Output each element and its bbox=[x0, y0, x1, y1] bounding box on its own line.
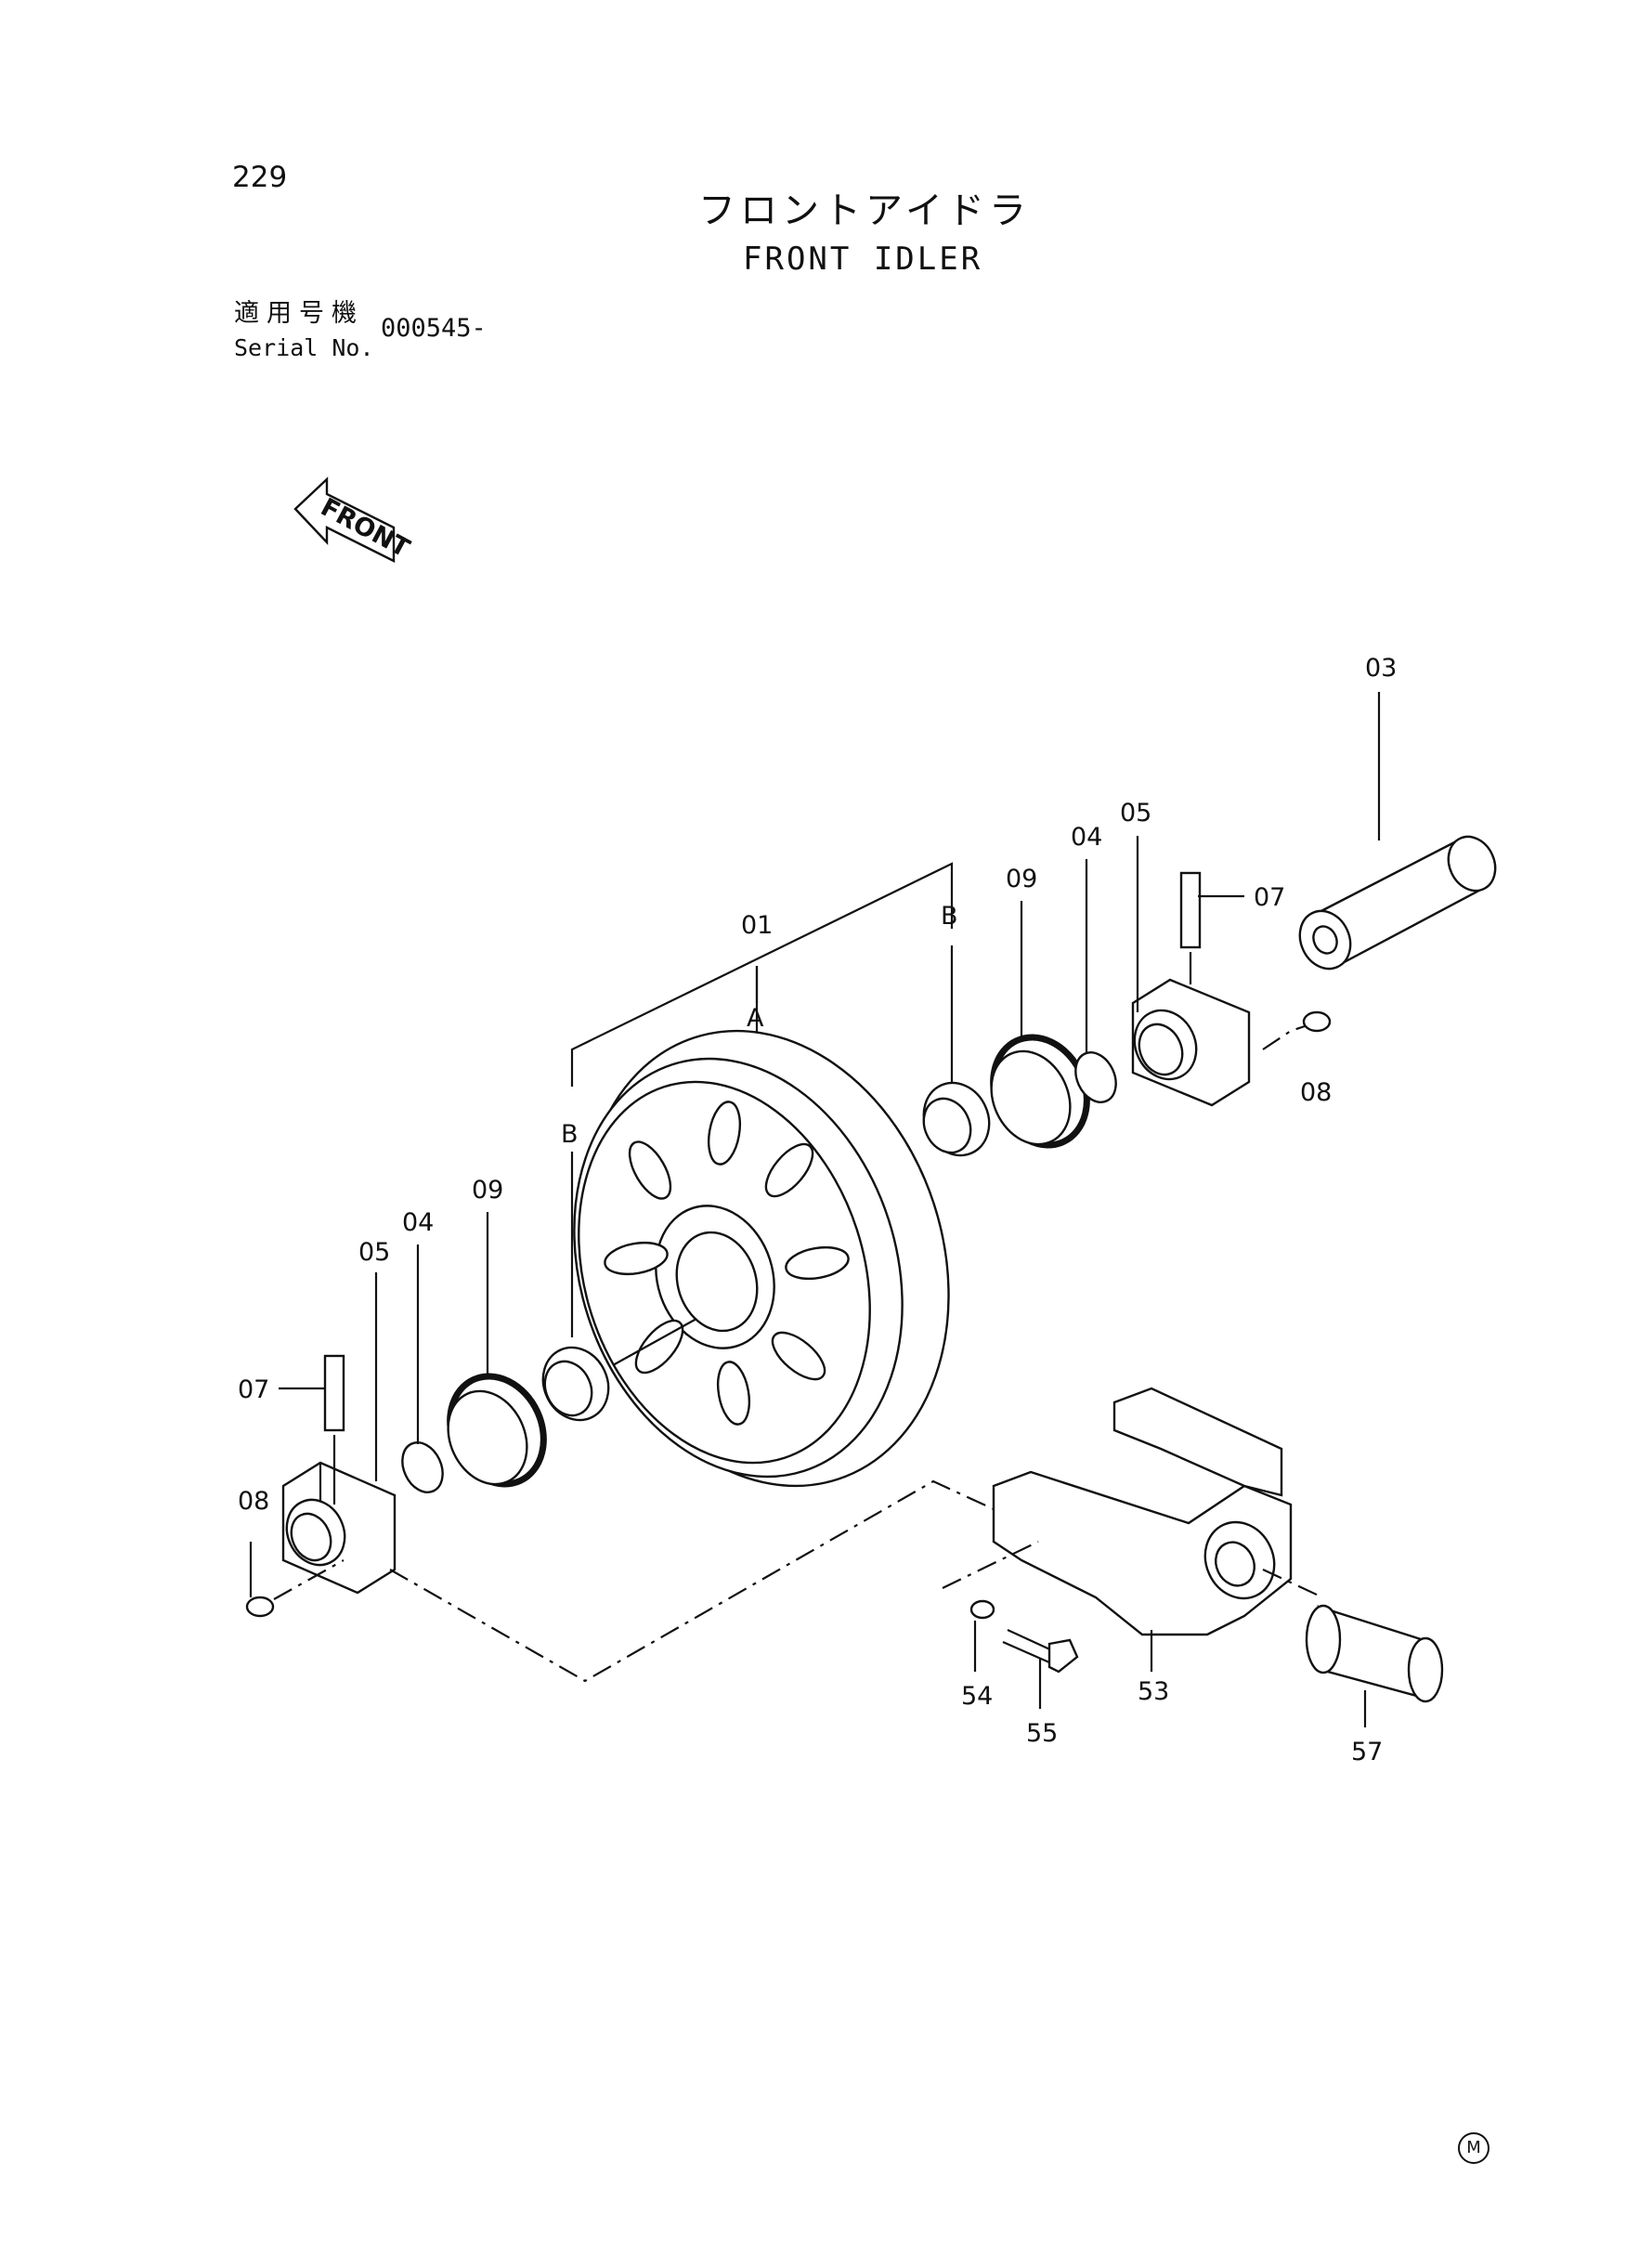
callout-04-left: 04 bbox=[402, 1208, 434, 1237]
callout-05-right: 05 bbox=[1120, 799, 1151, 827]
serial-number-value: 000545- bbox=[381, 314, 487, 343]
serial-label-japanese: 適用号機 bbox=[234, 299, 364, 328]
pin-right bbox=[1179, 871, 1202, 984]
idler-wheel bbox=[573, 1029, 950, 1488]
plug-left bbox=[245, 1596, 275, 1618]
support-left bbox=[281, 1461, 397, 1595]
callout-04-right: 04 bbox=[1071, 823, 1102, 852]
plug-right-dashline bbox=[1262, 1024, 1306, 1050]
callout-08-left: 08 bbox=[238, 1487, 269, 1516]
o-ring-right bbox=[1074, 1051, 1117, 1103]
pin-yoke bbox=[1305, 1604, 1444, 1703]
bolt bbox=[1002, 1629, 1079, 1674]
title-japanese: フロントアイドラ bbox=[698, 189, 1031, 232]
callout-01: 01 bbox=[741, 911, 773, 940]
washer-dashline bbox=[942, 1541, 1039, 1589]
support-right bbox=[1131, 978, 1251, 1107]
callout-57: 57 bbox=[1351, 1738, 1383, 1766]
plug-left-dashline bbox=[273, 1559, 345, 1600]
floating-seal-right bbox=[990, 1034, 1090, 1149]
callout-07-right: 07 bbox=[1254, 883, 1285, 912]
assembly-dashline bbox=[389, 1479, 995, 1683]
corner-mark-icon: M bbox=[1458, 2132, 1489, 2164]
callout-05-left: 05 bbox=[358, 1238, 390, 1267]
callout-09-left: 09 bbox=[472, 1176, 503, 1205]
callout-07-left: 07 bbox=[238, 1375, 269, 1404]
callout-09-right: 09 bbox=[1006, 865, 1037, 893]
callout-03: 03 bbox=[1365, 654, 1397, 683]
o-ring-left bbox=[401, 1441, 444, 1493]
yoke-pin-dashline bbox=[1262, 1569, 1320, 1596]
bushing-right bbox=[922, 1081, 991, 1157]
serial-label-english: Serial No. bbox=[234, 334, 374, 361]
bushing-left bbox=[541, 1318, 697, 1422]
pin-left bbox=[323, 1354, 345, 1505]
floating-seal-left bbox=[447, 1373, 547, 1488]
reference-letter-a: A bbox=[747, 1004, 764, 1033]
shaft bbox=[1298, 835, 1497, 971]
callout-08-right: 08 bbox=[1300, 1078, 1332, 1107]
reference-bracket-line bbox=[570, 862, 954, 1087]
reference-letter-b-right: B bbox=[941, 902, 958, 931]
callout-55: 55 bbox=[1026, 1719, 1058, 1748]
title-english: FRONT IDLER bbox=[743, 241, 983, 278]
front-arrow-icon: FRONT bbox=[293, 476, 414, 564]
reference-letter-b-left: B bbox=[561, 1120, 579, 1149]
callout-53: 53 bbox=[1138, 1677, 1169, 1706]
washer bbox=[969, 1599, 995, 1620]
yoke bbox=[992, 1387, 1293, 1636]
callout-54: 54 bbox=[961, 1682, 993, 1711]
page-number: 229 bbox=[232, 161, 288, 194]
plug-right bbox=[1302, 1010, 1332, 1033]
